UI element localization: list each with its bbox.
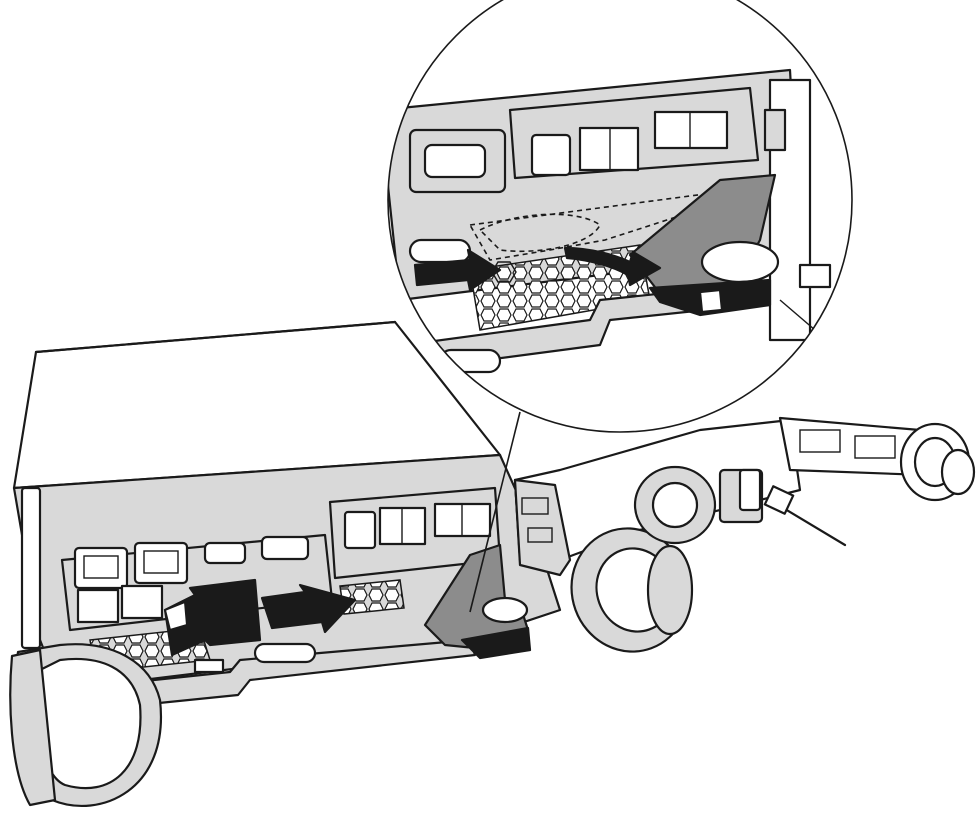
rj45-port-2	[133, 541, 189, 585]
rj45-port-1	[73, 546, 129, 590]
cable-management-ring-left	[9, 486, 163, 808]
cable-management-ring-right	[899, 422, 976, 502]
pull-arrow	[260, 583, 357, 634]
arrow-down-right-icon	[260, 583, 357, 634]
arrow-right-icon	[413, 248, 502, 292]
rail-bracket	[513, 478, 572, 577]
console-port	[260, 535, 310, 561]
push-arrow	[163, 578, 262, 657]
zoom-circle-outline	[387, 0, 853, 433]
insert-arrow	[413, 248, 502, 292]
usb-port	[203, 541, 247, 565]
vent-grille-right	[339, 579, 405, 615]
callout-leader	[469, 411, 521, 613]
arrow-up-left-icon	[163, 578, 262, 657]
rail-assembly	[513, 416, 962, 562]
cam-handle-open	[628, 173, 780, 317]
latch-dashed-outline	[468, 179, 761, 261]
cam-handle-closed	[423, 543, 532, 660]
zoom-detail	[387, 0, 853, 433]
sfp-slot-2	[120, 584, 164, 620]
cable-management-ring-center	[570, 465, 717, 653]
controller-module	[58, 486, 502, 714]
curved-arrow-icon	[563, 246, 662, 287]
rotate-arrow	[563, 246, 662, 287]
sfp-slot-1	[76, 588, 120, 624]
